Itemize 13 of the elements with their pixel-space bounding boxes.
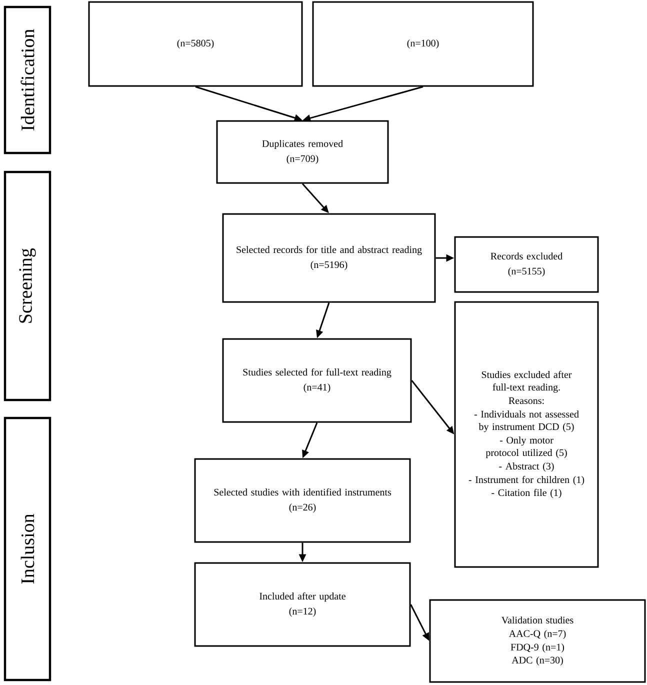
process-box: Selected records for title and abstract reading (n=5196) bbox=[222, 213, 436, 303]
stage-band: Identification bbox=[4, 6, 52, 154]
process-box: Studies selected for full-text reading (n=41) bbox=[222, 338, 412, 423]
process-box: Duplicates removed (n=709) bbox=[216, 120, 389, 184]
stage-band: Screening bbox=[4, 170, 52, 402]
process-box: Included after update (n=12) bbox=[194, 562, 411, 647]
source-box: (n=100) bbox=[312, 1, 534, 87]
process-box: Selected studies with identified instruments (n=26) bbox=[194, 458, 411, 543]
exclusion-box: Records excluded (n=5155) bbox=[454, 236, 599, 293]
stage-band: Inclusion bbox=[4, 416, 52, 682]
source-box: (n=5805) bbox=[88, 1, 303, 87]
exclusion-box: Studies excluded after full-text reading. Reasons: - Individuals not assessed by instrument DCD (5) - Only motor protocol utilized (5) - Abstract (3) - Instrument for children (1) - Citation file (1) bbox=[454, 301, 599, 568]
result-box: Validation studies AAC-Q (n=7) FDQ-9 (n=1) ADC (n=30) bbox=[429, 599, 646, 683]
